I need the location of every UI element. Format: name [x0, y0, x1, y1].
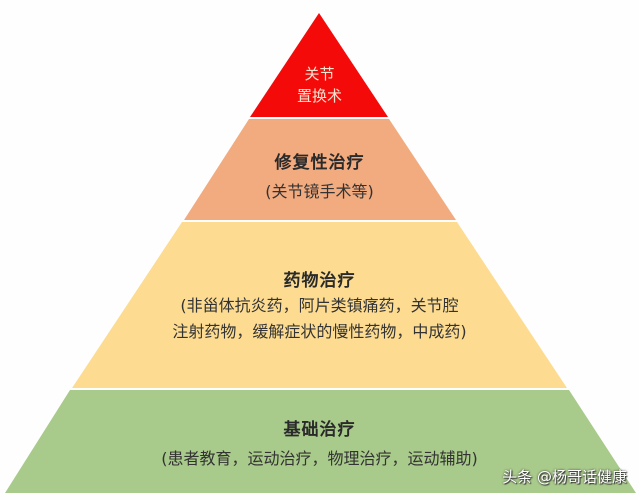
tier4-desc: (患者教育，运动治疗，物理治疗，运动辅助)	[161, 449, 478, 468]
tier4-title: 基础治疗	[283, 420, 356, 440]
tier3-desc-line1: (非甾体抗炎药，阿片类镇痛药，关节腔	[180, 296, 459, 315]
tier2-desc: (关节镜手术等)	[265, 182, 374, 201]
tier-joint-replacement	[250, 13, 388, 117]
tier-basic-treatment	[5, 390, 636, 493]
tier1-label: 关节 置换术	[0, 63, 639, 107]
tier4-label: 基础治疗 (患者教育，运动治疗，物理治疗，运动辅助)	[0, 415, 639, 472]
tier3-label: 药物治疗 (非甾体抗炎药，阿片类镇痛药，关节腔 注射药物，缓解症状的慢性药物，中…	[0, 266, 639, 345]
tier1-line1: 关节	[304, 65, 335, 83]
tier-drug-treatment	[72, 222, 567, 388]
tier3-desc-line2: 注射药物，缓解症状的慢性药物，中成药)	[172, 322, 467, 341]
tier2-label: 修复性治疗 (关节镜手术等)	[0, 148, 639, 205]
tier3-title: 药物治疗	[283, 271, 356, 291]
tier2-title: 修复性治疗	[274, 153, 365, 173]
tier-reparative-treatment	[184, 119, 456, 220]
watermark: 头条 @杨哥话健康	[502, 468, 627, 486]
tier1-line2: 置换术	[296, 87, 342, 105]
